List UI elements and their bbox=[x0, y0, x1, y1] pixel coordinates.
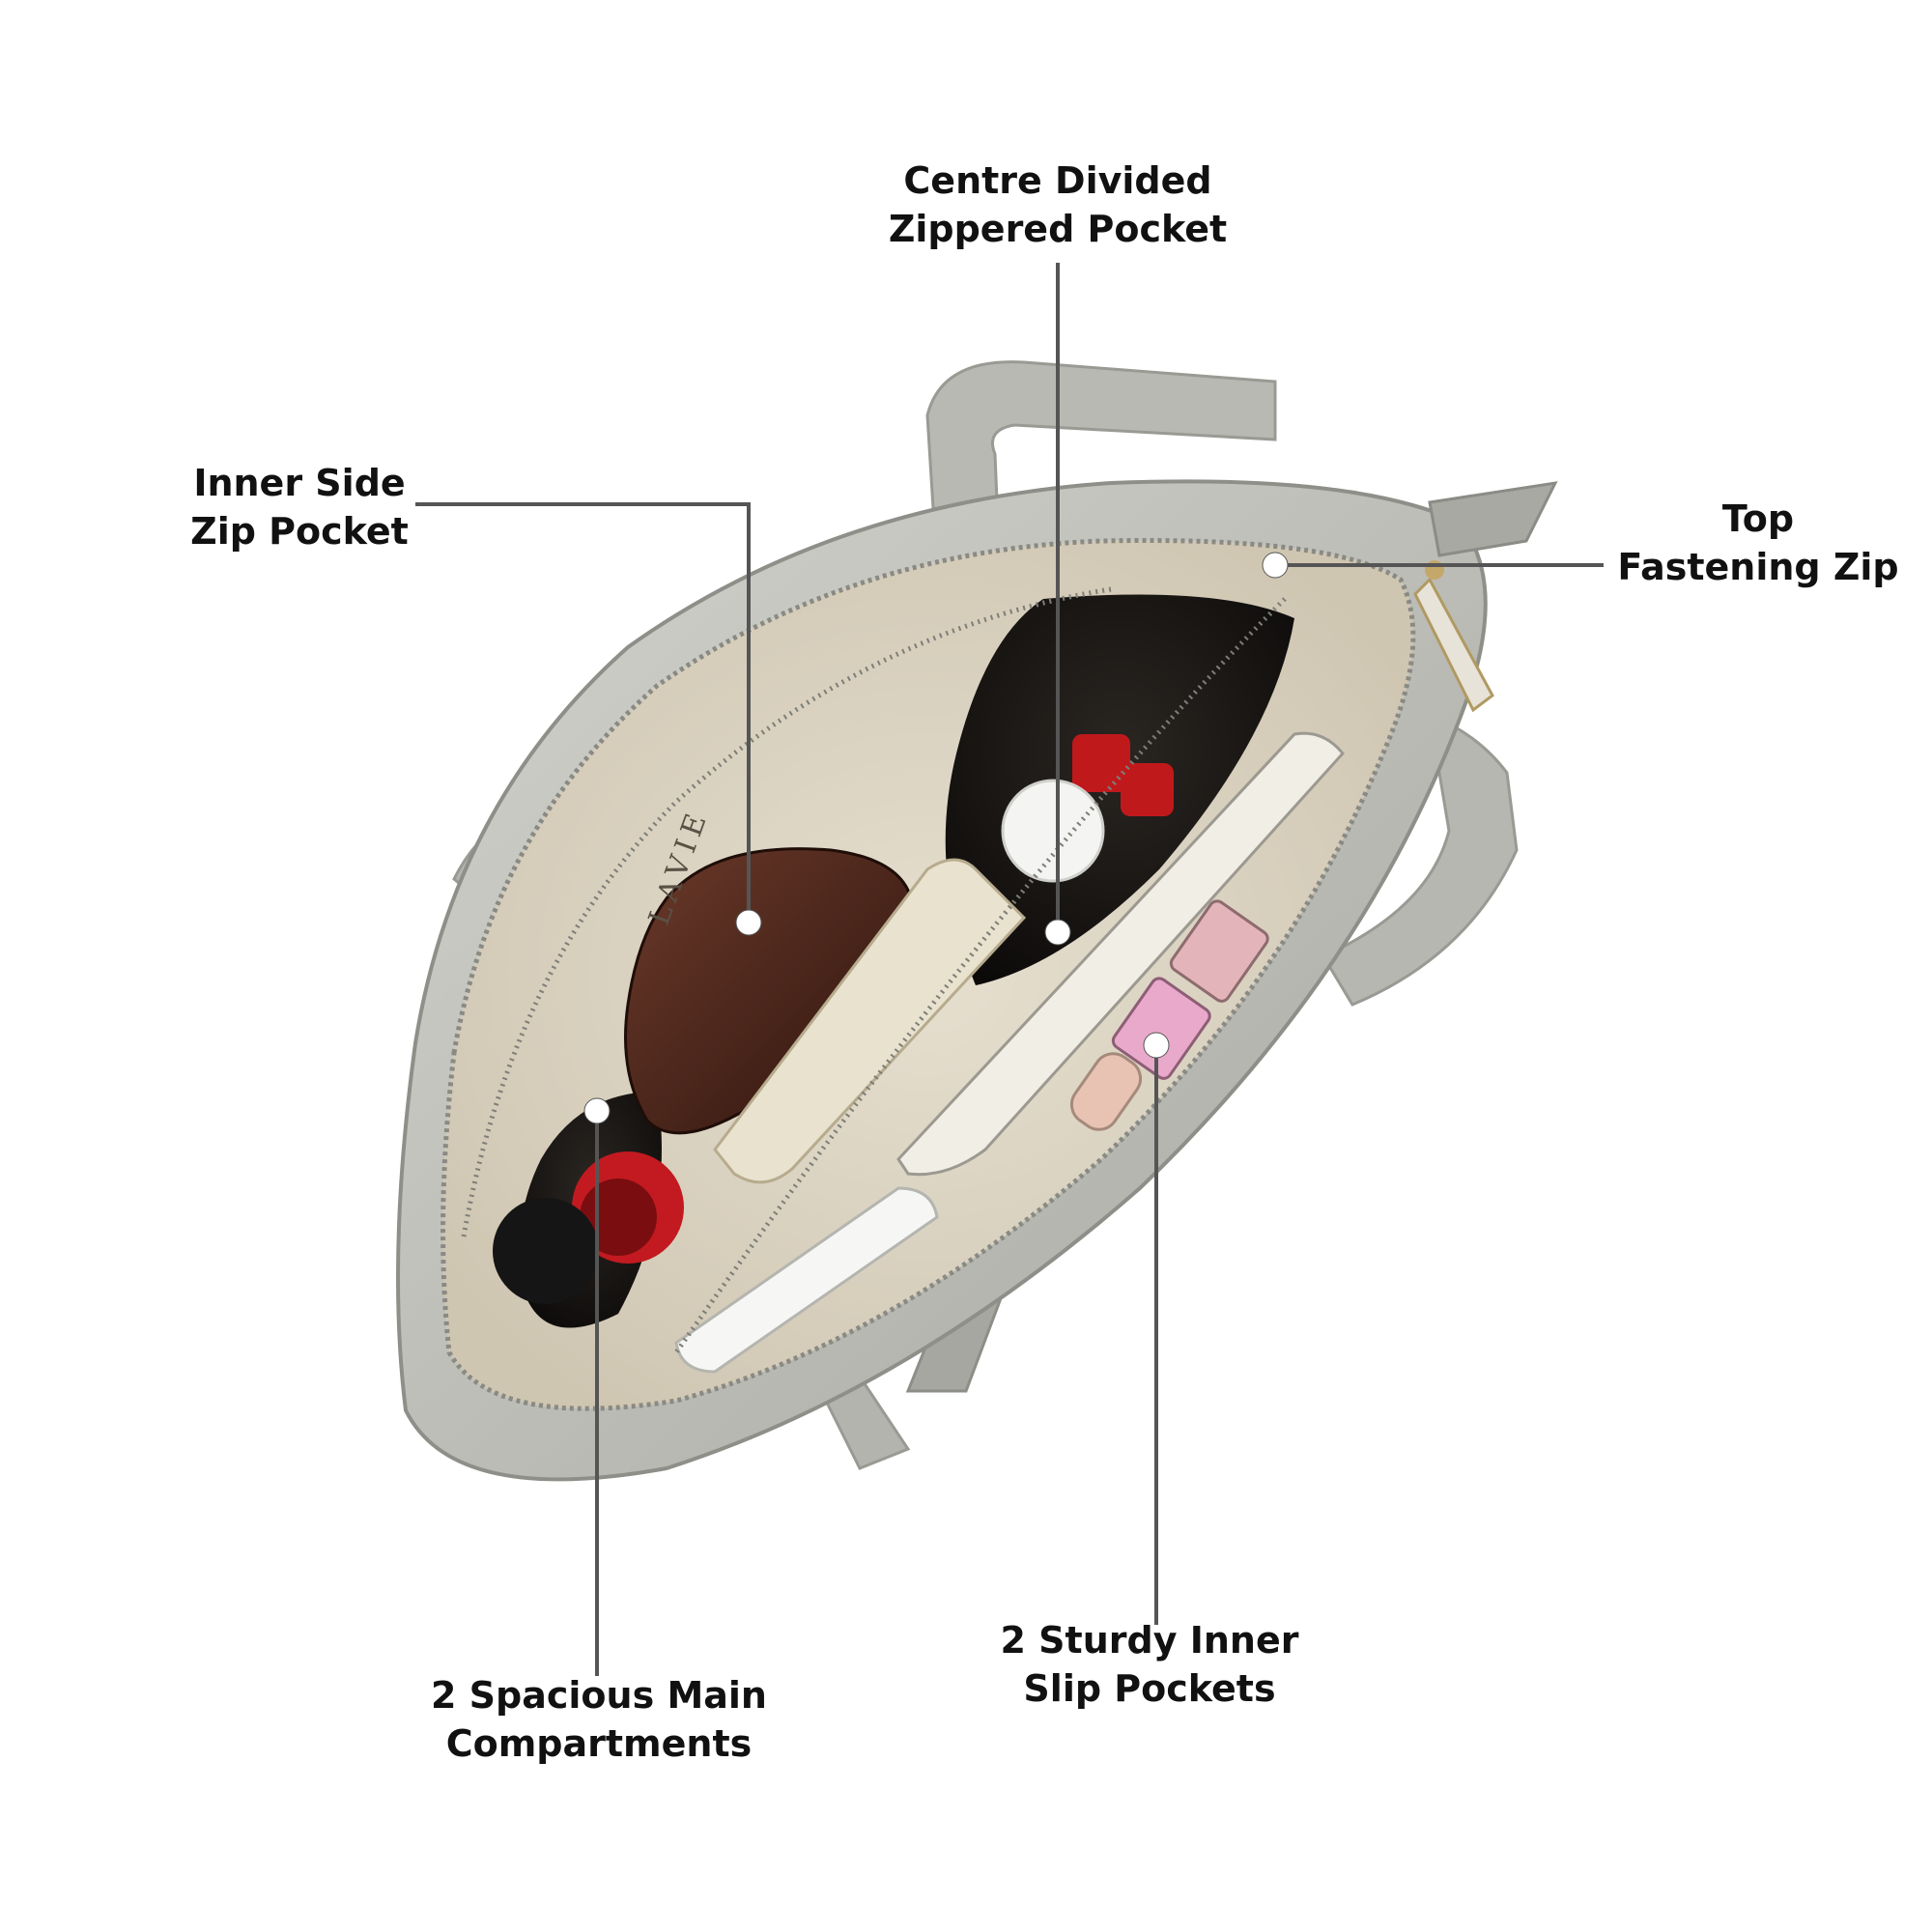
leader-sturdy-inner bbox=[1143, 1032, 1170, 1625]
notebook-icon bbox=[896, 731, 1345, 1177]
leader-inner-side bbox=[415, 502, 762, 936]
callout-sturdy-inner-slip-pockets: 2 Sturdy Inner Slip Pockets bbox=[985, 1616, 1314, 1713]
callout-line-2: Zip Pocket bbox=[190, 510, 409, 553]
callout-line-1: Inner Side bbox=[193, 462, 406, 504]
leader-top-fastening bbox=[1262, 552, 1604, 579]
callout-line-1: Centre Divided bbox=[903, 159, 1212, 202]
wallet-icon bbox=[713, 858, 1027, 1184]
lipstick-icon bbox=[1069, 899, 1269, 1131]
phone-icon bbox=[674, 1186, 939, 1374]
perfume-bottle-icon bbox=[1001, 734, 1174, 883]
callout-top-fastening-zip: Top Fastening Zip bbox=[1599, 495, 1918, 591]
callout-centre-divided-zippered-pocket: Centre Divided Zippered Pocket bbox=[865, 156, 1251, 253]
callout-line-1: Top bbox=[1721, 497, 1795, 540]
callout-line-1: 2 Sturdy Inner bbox=[1000, 1619, 1299, 1662]
callout-spacious-main-compartments: 2 Spacious Main Compartments bbox=[420, 1671, 778, 1768]
brown-pouch bbox=[624, 847, 915, 1135]
callout-line-2: Zippered Pocket bbox=[888, 208, 1228, 250]
callout-line-2: Compartments bbox=[445, 1722, 753, 1765]
callout-line-2: Fastening Zip bbox=[1617, 546, 1899, 588]
zipper-pull-icon bbox=[1413, 481, 1558, 713]
callout-line-1: 2 Spacious Main bbox=[431, 1674, 767, 1717]
leader-centre-divided bbox=[1044, 263, 1071, 946]
callout-line-2: Slip Pockets bbox=[1023, 1667, 1276, 1710]
callout-inner-side-zip-pocket: Inner Side Zip Pocket bbox=[155, 459, 444, 555]
leader-spacious-main bbox=[583, 1097, 611, 1676]
